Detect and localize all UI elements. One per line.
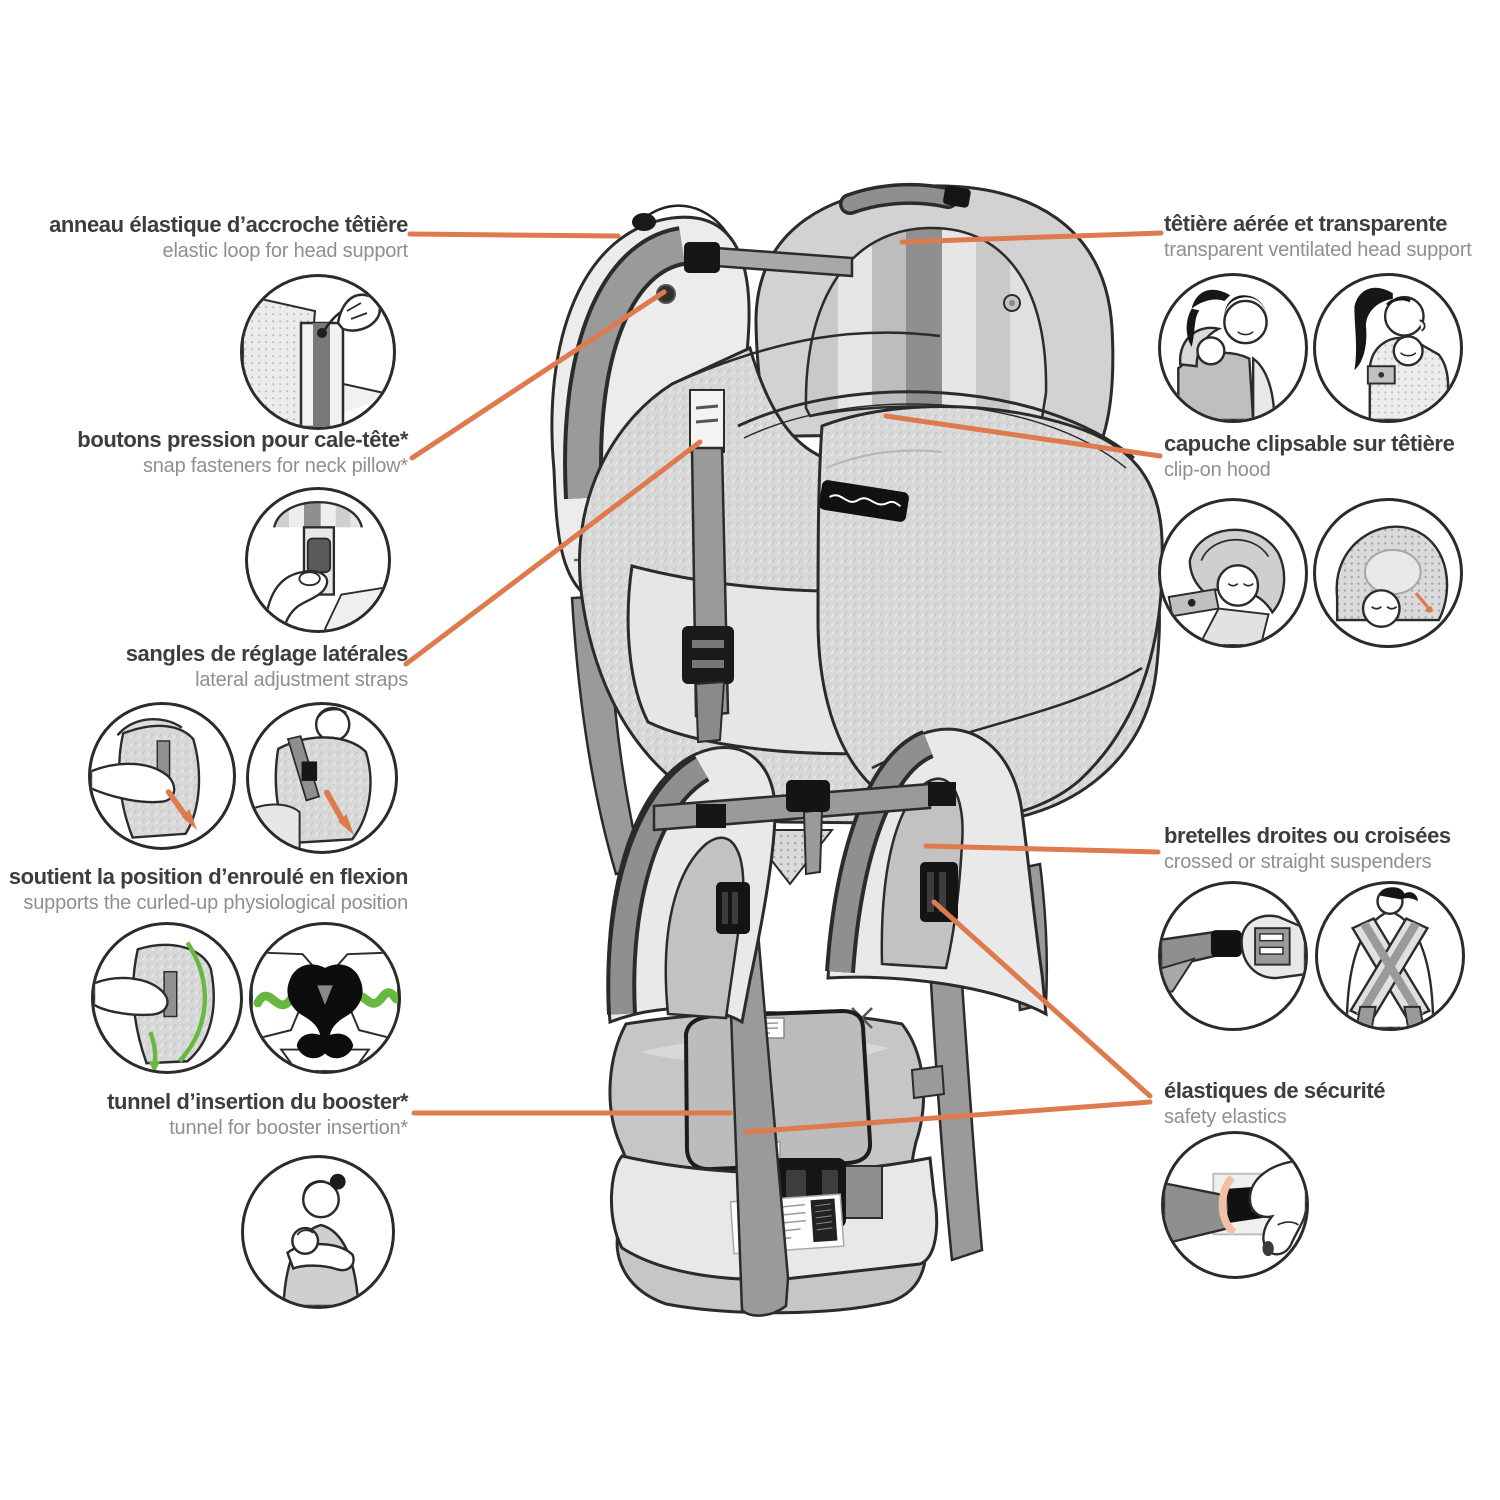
annotation-safety-elastics-en: safety elastics — [1164, 1106, 1287, 1128]
annotation-hood-en: clip-on hood — [1164, 459, 1271, 481]
detail-circle-strap-pull-baby — [246, 702, 398, 854]
annotation-booster-tunnel-fr: tunnel d’insertion du booster* — [107, 1089, 408, 1114]
chest-strap-buckle-icon — [684, 242, 720, 273]
baby-head-icon — [1392, 335, 1424, 367]
annotation-booster-tunnel: tunnel d’insertion du booster* tunnel fo… — [0, 1089, 408, 1141]
mother-head-icon — [1186, 289, 1268, 348]
elastic-slot — [1259, 933, 1284, 942]
annotation-snap-fasteners-fr: boutons pression pour cale-tête* — [77, 427, 408, 452]
ladder-lock-buckle-icon — [682, 626, 734, 684]
detail-circle-snap-press — [245, 487, 391, 633]
pull-arrow-icon — [323, 789, 355, 836]
chest-strap-slider-right-icon — [928, 782, 956, 806]
crossed-suspenders-icon — [1348, 917, 1432, 1022]
arm-icon — [94, 976, 169, 1017]
annotation-curled-position-fr: soutient la position d’enroulé en flexio… — [8, 864, 409, 889]
annotation-lateral-straps-en: lateral adjustment straps — [195, 669, 408, 691]
annotation-elastic-loop-en: elastic loop for head support — [162, 240, 409, 262]
annotation-safety-elastics: élastiques de sécurité safety elastics — [1164, 1078, 1500, 1130]
annotation-curled-position-en: supports the curled-up physiological pos… — [23, 892, 408, 914]
safety-elastic-loop-icon — [1218, 1174, 1237, 1236]
annotation-hood: capuche clipsable sur têtière clip-on ho… — [1164, 431, 1500, 483]
annotation-safety-elastics-fr: élastiques de sécurité — [1164, 1078, 1386, 1103]
annotation-suspenders-en: crossed or straight suspenders — [1164, 851, 1432, 873]
chest-strap-tail — [802, 808, 824, 876]
strap-tab — [910, 1064, 946, 1100]
annotation-head-support-en: transparent ventilated head support — [1164, 239, 1472, 261]
chest-strap-slider-left-icon — [696, 804, 726, 828]
detail-circle-crossed-straps — [1315, 881, 1465, 1031]
hand-icon — [1248, 1159, 1306, 1256]
back-left-shoulder-strap — [606, 746, 777, 1025]
hand-icon — [336, 293, 382, 332]
brand-tag — [819, 480, 909, 522]
elastic-slot — [1259, 946, 1284, 955]
side-buckle-left-icon — [716, 882, 750, 934]
detail-circle-curled-spine — [91, 922, 243, 1074]
carrier-back-view-illustration — [590, 722, 1060, 1322]
detail-circle-strap-pull-side — [88, 702, 236, 850]
hood-fold — [1364, 549, 1422, 596]
baby-face-icon — [1216, 564, 1260, 607]
male-buckle-icon — [1210, 930, 1242, 957]
annotation-elastic-loop-fr: anneau élastique d’accroche têtière — [49, 212, 408, 237]
mesh-panel — [243, 293, 317, 427]
detail-circle-hood-clipped — [1158, 498, 1308, 648]
annotation-head-support: têtière aérée et transparente transparen… — [1164, 211, 1500, 263]
annotation-suspenders: bretelles droites ou croisées crossed or… — [1164, 823, 1500, 875]
detail-circle-mother-front-carry — [1158, 273, 1308, 423]
pelvis-icon — [287, 964, 363, 1059]
annotation-elastic-loop: anneau élastique d’accroche têtière elas… — [0, 212, 408, 264]
baby-head-icon — [291, 1226, 320, 1255]
annotation-snap-fasteners: boutons pression pour cale-tête* snap fa… — [0, 427, 408, 479]
annotation-lateral-straps-fr: sangles de réglage latérales — [125, 641, 409, 666]
detail-circle-suspender-buckle — [1158, 881, 1308, 1031]
detail-circle-elastic-loop — [240, 274, 396, 430]
annotation-curled-position: soutient la position d’enroulé en flexio… — [0, 864, 409, 916]
annotation-suspenders-fr: bretelles droites ou croisées — [1164, 823, 1451, 848]
annotation-hood-fr: capuche clipsable sur têtière — [1164, 431, 1455, 456]
mother-profile-icon — [1354, 287, 1426, 371]
ponytail-icon — [1379, 887, 1418, 902]
baby-face-icon — [1361, 589, 1401, 628]
side-buckle-right-icon — [920, 862, 958, 922]
pull-arrow-icon — [165, 789, 198, 830]
strap-top-button-icon — [632, 213, 656, 231]
detail-circle-mother-profile-carry — [1313, 273, 1463, 423]
snap-arrow-icon — [1414, 592, 1433, 613]
fingertip — [1262, 1240, 1274, 1257]
chest-strap-center-buckle-icon — [786, 780, 830, 812]
detail-circle-mother-holding-baby — [241, 1155, 395, 1309]
detail-circle-safety-elastic — [1161, 1131, 1309, 1279]
baby-head-icon — [1196, 336, 1226, 366]
arm-icon — [91, 762, 176, 804]
detail-circle-pelvis-support — [249, 922, 401, 1074]
hood-snap-icon — [1187, 598, 1196, 607]
striped-headrest — [272, 500, 364, 528]
annotation-lateral-straps: sangles de réglage latérales lateral adj… — [0, 641, 409, 693]
spine-curve-line — [178, 941, 207, 1063]
brand-script-icon — [829, 494, 901, 507]
pressing-finger-icon — [298, 571, 321, 587]
snap-fastener-icon — [306, 537, 332, 574]
annotation-head-support-fr: têtière aérée et transparente — [1164, 211, 1448, 236]
annotation-snap-fasteners-en: snap fasteners for neck pillow* — [142, 455, 408, 477]
mini-slider-icon — [301, 761, 318, 781]
handle-clip-icon — [943, 185, 971, 208]
detail-circle-hood-mesh — [1313, 498, 1463, 648]
neck-pillow-snap-icon — [656, 284, 676, 304]
annotation-booster-tunnel-en: tunnel for booster insertion* — [169, 1117, 408, 1139]
